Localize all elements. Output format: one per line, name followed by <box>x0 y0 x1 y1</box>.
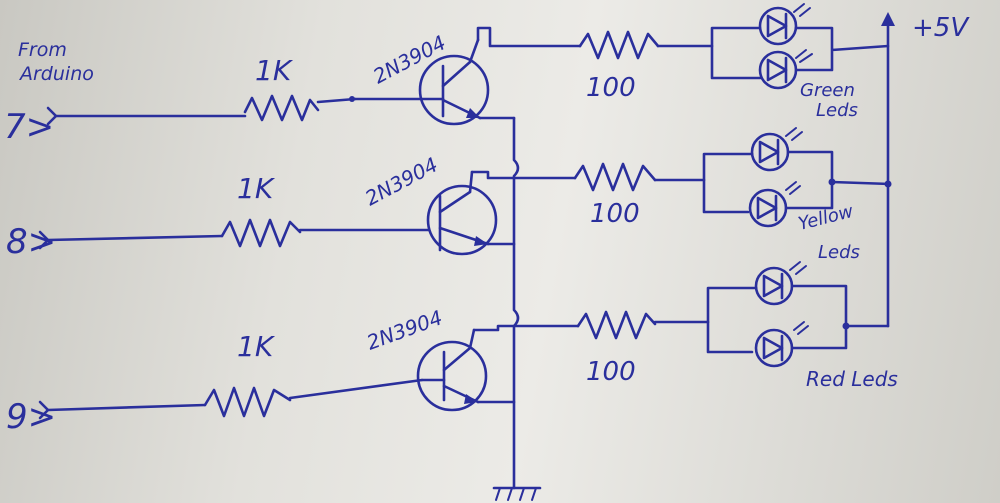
yellow-junction <box>828 178 836 186</box>
red-led-group <box>706 261 890 368</box>
base-resistor-1 <box>243 94 320 122</box>
collector-wire-3 <box>472 324 580 332</box>
base-resistor-label-1: 1K <box>255 54 294 87</box>
supply-arrow <box>881 12 895 26</box>
green-leds-label-line1: Green <box>800 80 855 101</box>
led-resistor-2 <box>573 162 657 192</box>
yellow-led-group <box>702 127 892 228</box>
red-junction <box>842 322 850 330</box>
led-resistor-1 <box>578 30 660 60</box>
source-label-line2: Arduino <box>18 63 94 85</box>
base-wire-3 <box>288 378 424 400</box>
base-resistor-2 <box>220 218 302 248</box>
transistor-q1 <box>353 38 490 126</box>
green-leds-label-line2: Leds <box>816 100 858 121</box>
base-wire-1 <box>316 97 357 104</box>
transistor-q3 <box>416 328 488 412</box>
collector-wire-2 <box>470 170 577 180</box>
ground-symbol <box>492 486 542 501</box>
source-label-line1: From <box>18 39 67 61</box>
base-node-1 <box>349 96 355 102</box>
red-leds-label: Red Leds <box>806 367 898 391</box>
yellow-leds-label-line1: Yellow <box>796 201 856 235</box>
transistor-q2 <box>426 170 498 256</box>
input-wire-9 <box>46 403 207 412</box>
input-wire-8 <box>46 234 224 242</box>
input-pin-8: 8> <box>6 222 56 262</box>
yellow-leds-label-line2: Leds <box>818 242 860 263</box>
input-pin-7: 7> <box>4 107 54 147</box>
led-resistor-label-2: 100 <box>590 199 640 229</box>
ground-bus <box>512 116 520 490</box>
input-pin-9: 9> <box>6 397 56 437</box>
led-resistor-label-3: 100 <box>586 357 636 387</box>
base-resistor-label-2: 1K <box>237 172 276 205</box>
transistor-label-2: 2N3904 <box>361 152 442 210</box>
green-led-group <box>710 3 890 90</box>
supply-label: +5V <box>912 13 970 43</box>
supply-node-2 <box>884 180 892 188</box>
led-resistor-label-1: 100 <box>586 73 636 103</box>
collector-wire-1 <box>476 26 582 48</box>
base-resistor-label-3: 1K <box>237 330 276 363</box>
led-resistor-3 <box>576 310 657 340</box>
base-resistor-3 <box>203 386 292 418</box>
